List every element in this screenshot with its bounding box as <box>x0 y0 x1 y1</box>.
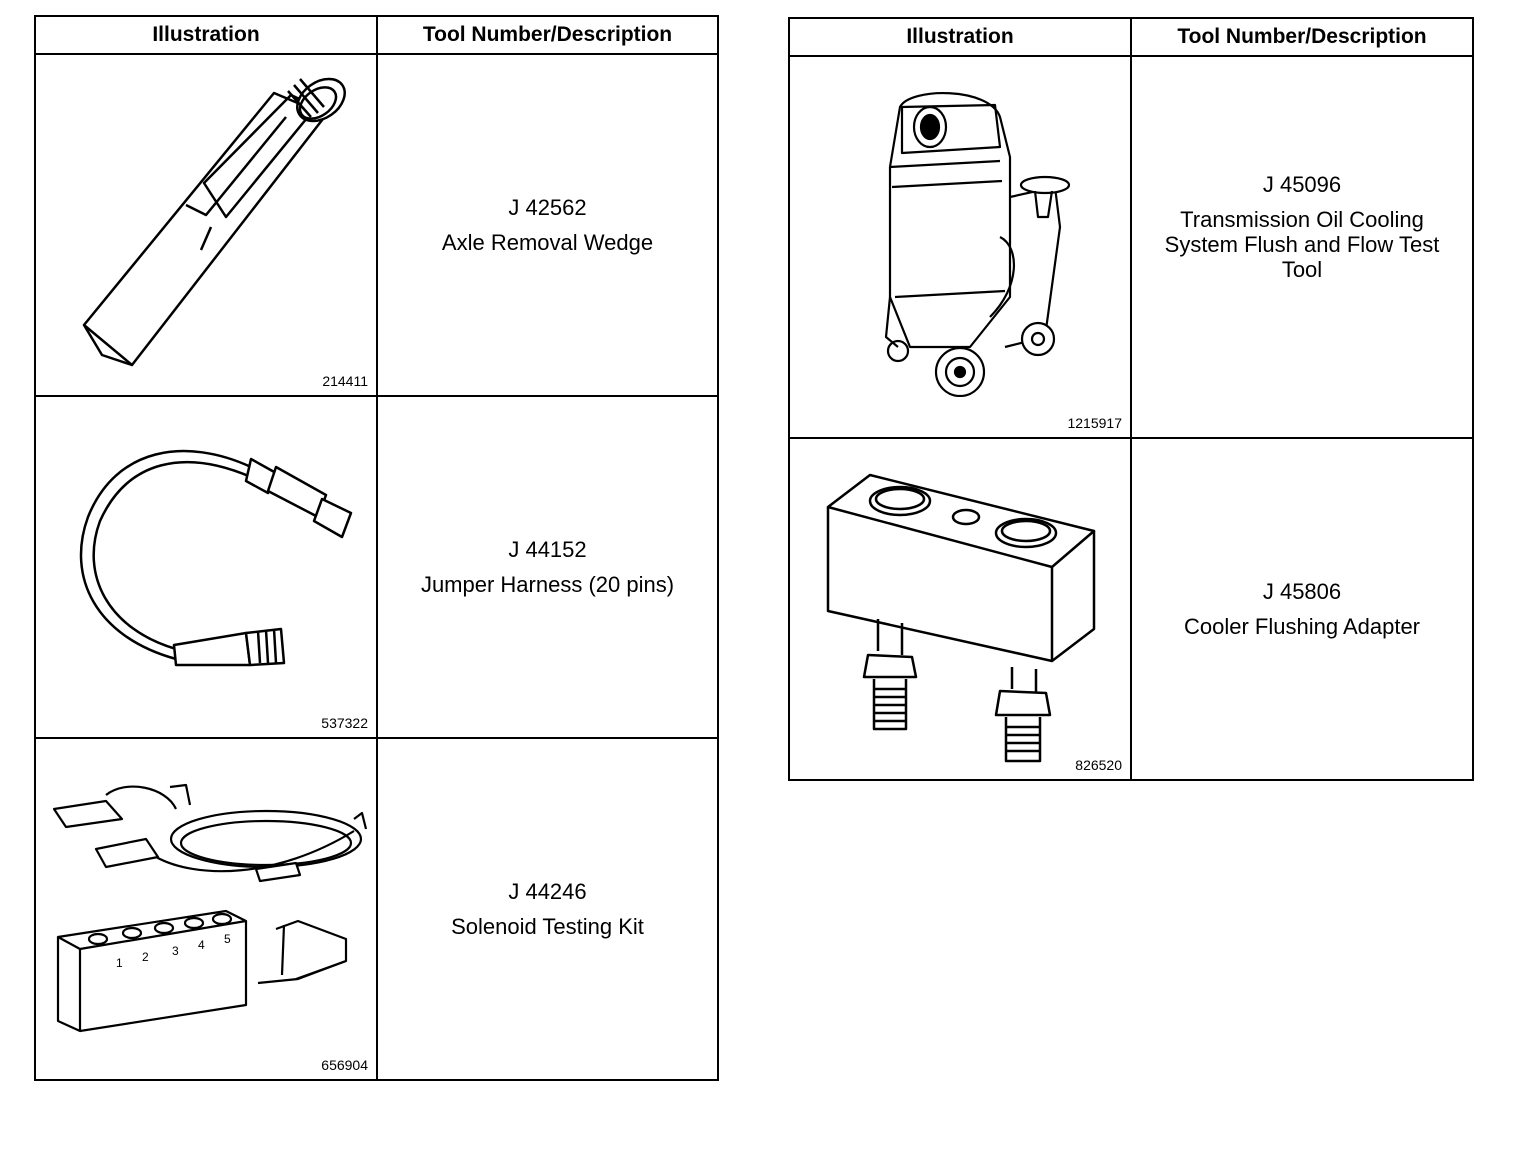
kit-label: 1 <box>116 956 123 970</box>
tool-description-cell: J 44152 Jumper Harness (20 pins) <box>376 395 719 739</box>
tool-name: Axle Removal Wedge <box>441 230 654 255</box>
figure-id: 656904 <box>321 1057 368 1073</box>
kit-label: 2 <box>142 950 149 964</box>
flush-machine-icon <box>884 92 1071 397</box>
jumper-harness-icon <box>79 449 353 667</box>
header-illustration: Illustration <box>788 17 1132 57</box>
tool-table-right: Illustration Tool Number/Description <box>788 17 1474 781</box>
figure-id: 214411 <box>322 373 368 389</box>
illustration-cell: 826520 <box>788 437 1132 781</box>
tool-number: J 45096 <box>1262 172 1342 197</box>
wedge-tool-icon <box>82 77 346 367</box>
header-tool-description: Tool Number/Description <box>1130 17 1474 57</box>
kit-label: 4 <box>198 938 205 952</box>
illustration-cell: 1 2 3 4 5 656904 <box>34 737 378 1081</box>
tool-number: J 45806 <box>1262 579 1342 604</box>
tool-number: J 42562 <box>508 195 587 220</box>
tool-number: J 44152 <box>508 537 587 562</box>
kit-label: 5 <box>224 932 231 946</box>
table-row: 826520 J 45806 Cooler Flushing Adapter <box>788 437 1474 781</box>
illustration-cell: 537322 <box>34 395 378 739</box>
flushing-adapter-icon <box>826 473 1096 763</box>
tool-name: Cooler Flushing Adapter <box>1183 614 1421 639</box>
figure-id: 826520 <box>1075 757 1122 773</box>
tool-name: Jumper Harness (20 pins) <box>420 572 675 597</box>
header-row: Illustration Tool Number/Description <box>788 17 1474 57</box>
header-row: Illustration Tool Number/Description <box>34 15 719 55</box>
tool-description-cell: J 44246 Solenoid Testing Kit <box>376 737 719 1081</box>
tool-number: J 44246 <box>508 879 587 904</box>
tool-table-left: Illustration Tool Number/Description <box>34 15 719 1081</box>
table-row: 537322 J 44152 Jumper Harness (20 pins) <box>34 395 719 739</box>
illustration-cell: 1215917 <box>788 55 1132 439</box>
table-row: 214411 J 42562 Axle Removal Wedge <box>34 53 719 397</box>
header-illustration: Illustration <box>34 15 378 55</box>
tool-description-cell: J 45806 Cooler Flushing Adapter <box>1130 437 1474 781</box>
figure-id: 1215917 <box>1067 415 1122 431</box>
table-row: 1215917 J 45096 Transmission Oil Cooling… <box>788 55 1474 439</box>
tool-name: Solenoid Testing Kit <box>451 914 644 939</box>
tool-description-cell: J 45096 Transmission Oil Cooling System … <box>1130 55 1474 439</box>
tool-name: Transmission Oil Cooling System Flush an… <box>1164 207 1440 282</box>
tool-description-cell: J 42562 Axle Removal Wedge <box>376 53 719 397</box>
illustration-cell: 214411 <box>34 53 378 397</box>
solenoid-kit-icon: 1 2 3 4 5 <box>52 783 368 1033</box>
table-row: 1 2 3 4 5 656904 J 44246 Solenoid Testin… <box>34 737 719 1081</box>
kit-label: 3 <box>172 944 179 958</box>
figure-id: 537322 <box>321 715 368 731</box>
header-tool-description: Tool Number/Description <box>376 15 719 55</box>
